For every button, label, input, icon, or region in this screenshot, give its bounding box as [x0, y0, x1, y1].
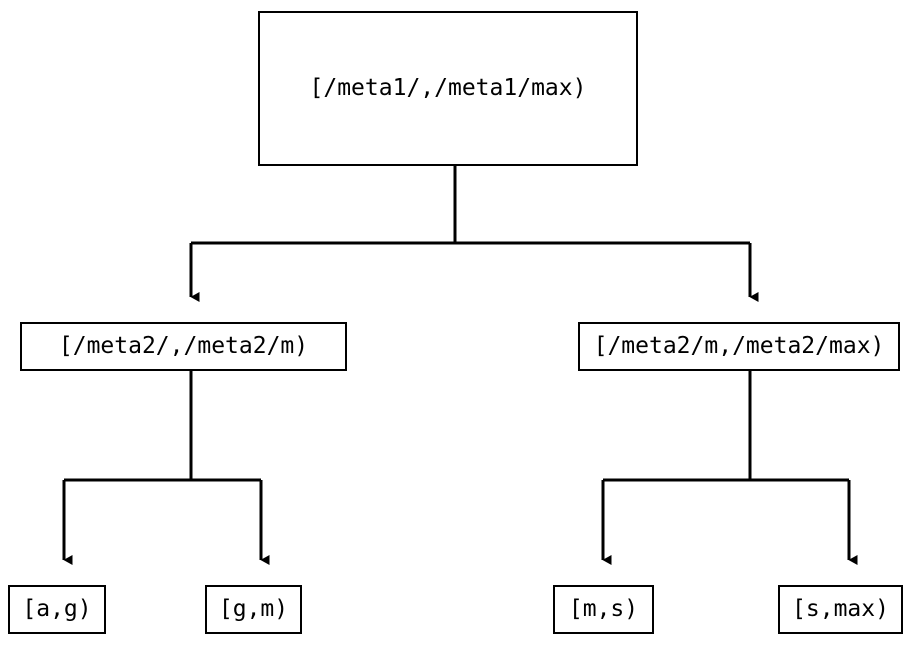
tree-node-mid-left[interactable]: [/meta2/,/meta2/m): [20, 322, 347, 371]
tree-node-leaf-smax-label: [s,max): [792, 596, 889, 622]
edge-root-to-mid-level: [189, 166, 759, 302]
tree-node-root-label: [/meta1/,/meta1/max): [309, 75, 587, 101]
tree-node-leaf-ms-label: [m,s): [568, 596, 639, 622]
edge-mid-right-to-leaves: [601, 371, 858, 565]
tree-node-leaf-ag-label: [a,g): [22, 596, 92, 622]
tree-node-root[interactable]: [/meta1/,/meta1/max): [258, 11, 638, 166]
tree-node-mid-right[interactable]: [/meta2/m,/meta2/max): [578, 322, 900, 371]
tree-node-leaf-ms[interactable]: [m,s): [553, 585, 654, 634]
tree-node-mid-left-label: [/meta2/,/meta2/m): [58, 333, 309, 359]
tree-node-mid-right-label: [/meta2/m,/meta2/max): [593, 333, 885, 359]
tree-node-leaf-gm[interactable]: [g,m): [205, 585, 302, 634]
tree-node-leaf-ag[interactable]: [a,g): [8, 585, 106, 634]
edge-mid-left-to-leaves: [62, 371, 270, 565]
tree-node-leaf-smax[interactable]: [s,max): [778, 585, 903, 634]
tree-node-leaf-gm-label: [g,m): [218, 596, 289, 622]
